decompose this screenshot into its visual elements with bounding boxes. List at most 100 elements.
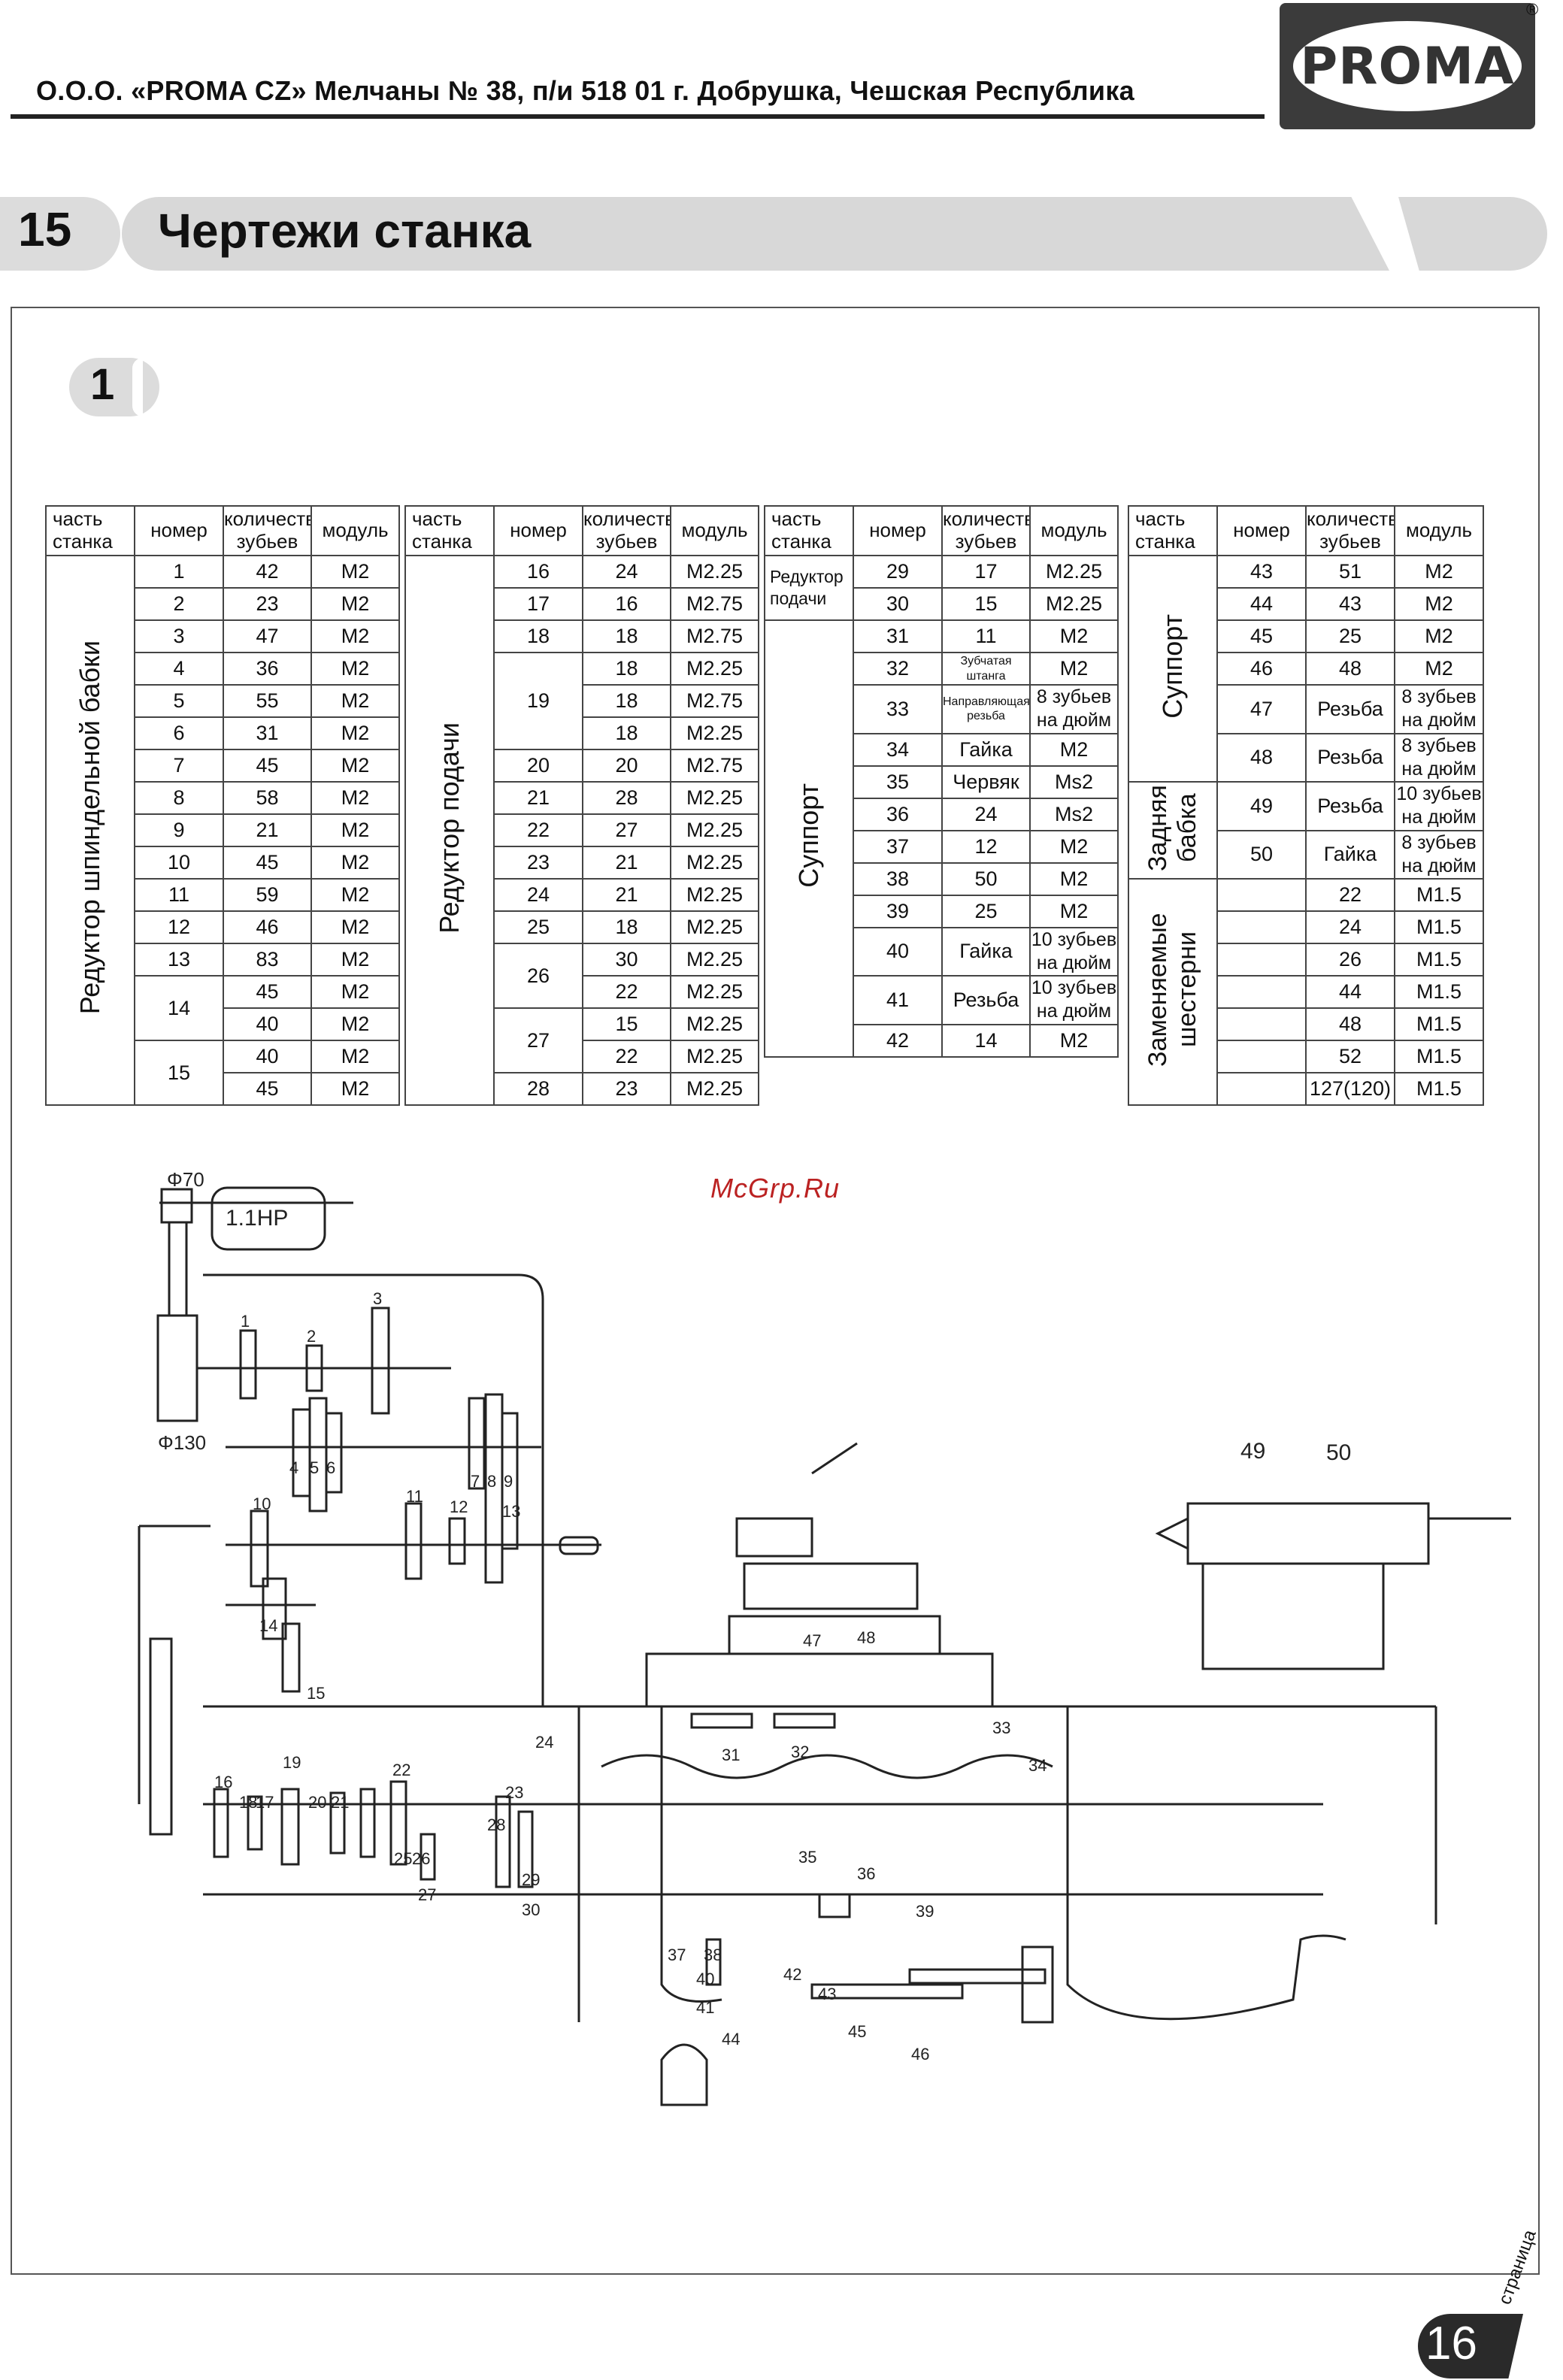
label-10: 10 xyxy=(253,1494,271,1513)
gear-5 xyxy=(308,1397,328,1512)
cell: 44 xyxy=(1305,975,1395,1009)
cell: M2 xyxy=(310,975,400,1009)
label-24: 24 xyxy=(535,1733,553,1752)
section-number: 15 xyxy=(18,202,72,256)
cell: Резьба xyxy=(941,975,1031,1025)
group-tailstock: Задняя бабка xyxy=(1128,781,1218,880)
header-number: номер xyxy=(853,505,943,556)
gear-2 xyxy=(305,1344,323,1392)
label-13: 13 xyxy=(502,1502,520,1521)
cell: 36 xyxy=(853,797,943,831)
cell: 2 xyxy=(134,587,224,621)
cell: Резьба xyxy=(1305,781,1395,831)
cell: 14 xyxy=(134,975,224,1041)
label-6: 6 xyxy=(326,1458,335,1477)
cell: 33 xyxy=(853,684,943,734)
cell: 32 xyxy=(853,652,943,686)
cell: M2.25 xyxy=(670,846,759,880)
cell: 5 xyxy=(134,684,224,718)
label-42: 42 xyxy=(783,1965,801,1984)
cell: M2.75 xyxy=(670,684,759,718)
cell: Ms2 xyxy=(1029,797,1119,831)
apron-body xyxy=(660,1706,722,2003)
gear-17 xyxy=(247,1795,263,1851)
cell: 10 зубьев на дюйм xyxy=(1029,926,1119,977)
cell: 50 xyxy=(941,861,1031,896)
label-45: 45 xyxy=(848,2022,866,2041)
cell: 39 xyxy=(853,894,943,928)
cell: 31 xyxy=(223,716,312,750)
cell: 48 xyxy=(1216,732,1307,783)
cell: 19 xyxy=(493,652,583,750)
cell: M2 xyxy=(310,1007,400,1041)
tailstock-body xyxy=(1201,1562,1385,1670)
cell: 42 xyxy=(223,555,312,589)
gear-1 xyxy=(239,1329,257,1400)
cell: 27 xyxy=(493,1007,583,1073)
label-31: 31 xyxy=(722,1746,740,1764)
cell: 21 xyxy=(582,878,671,912)
label-2: 2 xyxy=(307,1327,316,1346)
cell: M2 xyxy=(1029,861,1119,896)
cell: 30 xyxy=(853,587,943,621)
label-12: 12 xyxy=(450,1497,468,1516)
gear-7 xyxy=(468,1397,486,1490)
cell: 8 зубьев на дюйм xyxy=(1394,684,1484,734)
cell: 24 xyxy=(582,555,671,589)
cell: M2 xyxy=(1029,652,1119,686)
label-11: 11 xyxy=(406,1487,423,1506)
label-20: 20 xyxy=(308,1793,326,1812)
header-number: номер xyxy=(134,505,224,556)
label-29: 29 xyxy=(522,1870,540,1889)
cell: 43 xyxy=(1216,555,1307,589)
header-part: часть станка xyxy=(45,505,135,556)
cell: 45 xyxy=(1216,619,1307,653)
cell: Направляющая резьба xyxy=(941,684,1031,734)
spindle-nose xyxy=(559,1536,599,1555)
subsection-badge xyxy=(69,358,159,416)
label-39: 39 xyxy=(916,1902,934,1921)
cell: 45 xyxy=(223,1072,312,1106)
label-33: 33 xyxy=(992,1718,1010,1737)
cell: 27 xyxy=(582,813,671,847)
cell: M2 xyxy=(1029,732,1119,767)
cell: 8 зубьев на дюйм xyxy=(1394,732,1484,783)
cell: 21 xyxy=(493,781,583,815)
label-38: 38 xyxy=(704,1945,722,1964)
cell: 45 xyxy=(223,749,312,783)
header-part: часть станка xyxy=(764,505,854,556)
cell: 8 зубьев на дюйм xyxy=(1029,684,1119,734)
cell: 37 xyxy=(853,829,943,864)
cell: M1.5 xyxy=(1394,975,1484,1009)
cell: M2 xyxy=(1394,619,1484,653)
cell: 52 xyxy=(1305,1040,1395,1073)
header-module: модуль xyxy=(1394,505,1484,556)
cell: 38 xyxy=(853,861,943,896)
gear-29 xyxy=(517,1810,534,1888)
cell: M2 xyxy=(310,652,400,686)
lead-screw xyxy=(601,1754,1053,1779)
large-pulley xyxy=(156,1314,198,1422)
cell: 22 xyxy=(582,1040,671,1073)
cell: M2 xyxy=(1394,555,1484,589)
cell: 18 xyxy=(582,652,671,686)
group-feed: Редуктор подачи xyxy=(404,555,495,1106)
gear-43 xyxy=(1021,1945,1054,2024)
section-title-tail xyxy=(1398,197,1547,271)
cell: 21 xyxy=(223,813,312,847)
cell: M2 xyxy=(310,619,400,653)
company-address: О.О.О. «PROMA CZ» Мелчаны № 38, п/и 518 … xyxy=(36,75,1134,106)
motor-label: 1.1HP xyxy=(226,1206,288,1231)
cell: M2.25 xyxy=(670,652,759,686)
page-number-badge xyxy=(1418,2314,1523,2378)
label-49: 49 xyxy=(1240,1439,1265,1464)
header-module: модуль xyxy=(670,505,759,556)
label-8: 8 xyxy=(487,1472,496,1491)
cell: M2 xyxy=(1029,1023,1119,1058)
cell: 23 xyxy=(223,587,312,621)
cell: 17 xyxy=(941,555,1031,589)
label-48: 48 xyxy=(857,1628,875,1647)
cell: M2 xyxy=(1029,619,1119,653)
cell: M2.25 xyxy=(1029,587,1119,621)
gear-4 xyxy=(292,1408,311,1497)
